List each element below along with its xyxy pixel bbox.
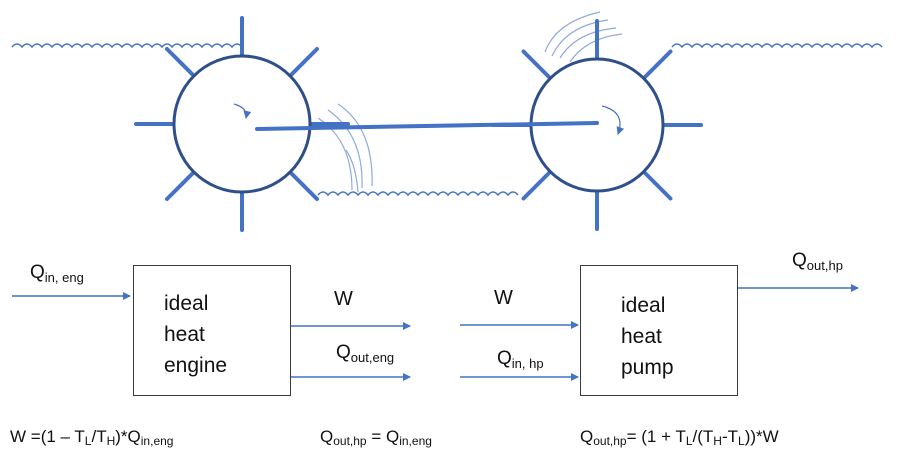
left-splash-lines [317, 103, 373, 193]
equation-work: W =(1 – TL/TH)*Qin,eng [10, 427, 174, 448]
left-water-surface [11, 43, 243, 49]
engine-w-label: W [334, 288, 353, 310]
pump-line-2: heat [621, 325, 662, 348]
right-rotation-arrow [601, 105, 625, 135]
engine-line-2: heat [164, 323, 205, 346]
q-in-eng-label: Qin, eng [30, 262, 84, 285]
left-rotation-arrow [233, 103, 252, 119]
pump-line-1: ideal [621, 294, 666, 317]
equation-heat-pump-output: Qout,hp= (1 + TL/(TH-TL))*W [580, 427, 779, 448]
heat-pump-box: ideal heat pump [580, 265, 738, 396]
equation-heat-balance: Qout,hp = Qin,eng [320, 427, 432, 448]
q-out-hp-label: Qout,hp [792, 250, 843, 273]
connecting-shaft [255, 121, 599, 131]
middle-water-surface [317, 191, 519, 197]
pump-q-in-label: Qin, hp [497, 348, 544, 371]
heat-engine-box: ideal heat engine [133, 265, 291, 396]
right-water-surface [671, 43, 883, 49]
engine-q-out-label: Qout,eng [336, 342, 395, 365]
right-splash-lines [544, 11, 623, 63]
pump-line-3: pump [621, 356, 674, 379]
engine-line-1: ideal [164, 292, 209, 315]
engine-line-3: engine [164, 354, 228, 377]
pump-w-label: W [494, 287, 513, 309]
left-water-wheel [134, 16, 350, 232]
